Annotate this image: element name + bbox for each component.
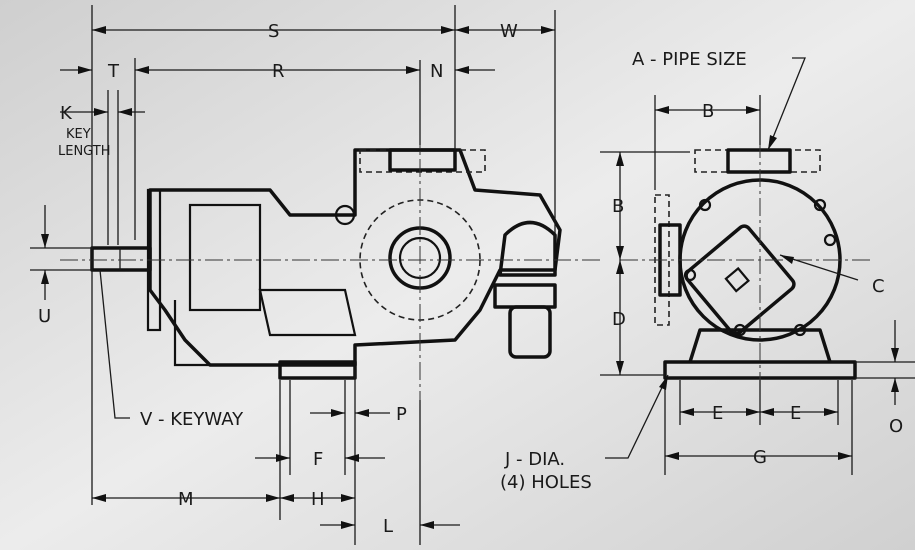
label-N: N [430,61,443,82]
label-E-right: E [790,403,801,424]
label-P: P [396,404,407,425]
label-length: LENGTH [58,144,111,159]
label-S: S [268,21,279,42]
relief-valve [498,220,557,277]
label-R: R [272,61,285,82]
bolt-boss [334,204,356,226]
label-A: A - PIPE SIZE [632,49,747,70]
label-J-dia: J - DIA. [504,449,565,470]
motor-window [188,203,262,312]
bracket-foot [173,300,275,367]
label-B-top: B [702,101,714,122]
label-B-side: B [612,196,624,217]
dimension-lines [30,5,915,545]
label-T: T [107,61,120,82]
label-C: C [872,276,885,297]
label-G: G [753,447,767,468]
label-M: M [178,489,194,510]
bracket-pad [258,288,357,337]
label-W: W [500,21,518,42]
dimension-labels: S W T R N K KEY LENGTH U V - KEYWAY P F … [38,21,903,537]
side-view [60,130,600,400]
label-L: L [383,516,393,537]
label-F: F [313,449,323,470]
label-K: K [60,103,73,124]
label-H: H [311,489,325,510]
label-D: D [612,309,626,330]
front-valve-block [684,224,796,336]
label-key: KEY [66,127,91,142]
valve-adjust [508,305,552,359]
label-E-left: E [712,403,723,424]
label-J-holes: (4) HOLES [500,472,592,493]
front-view [620,140,870,390]
label-U: U [38,306,51,327]
label-V: V - KEYWAY [140,409,244,430]
label-O: O [889,416,903,437]
